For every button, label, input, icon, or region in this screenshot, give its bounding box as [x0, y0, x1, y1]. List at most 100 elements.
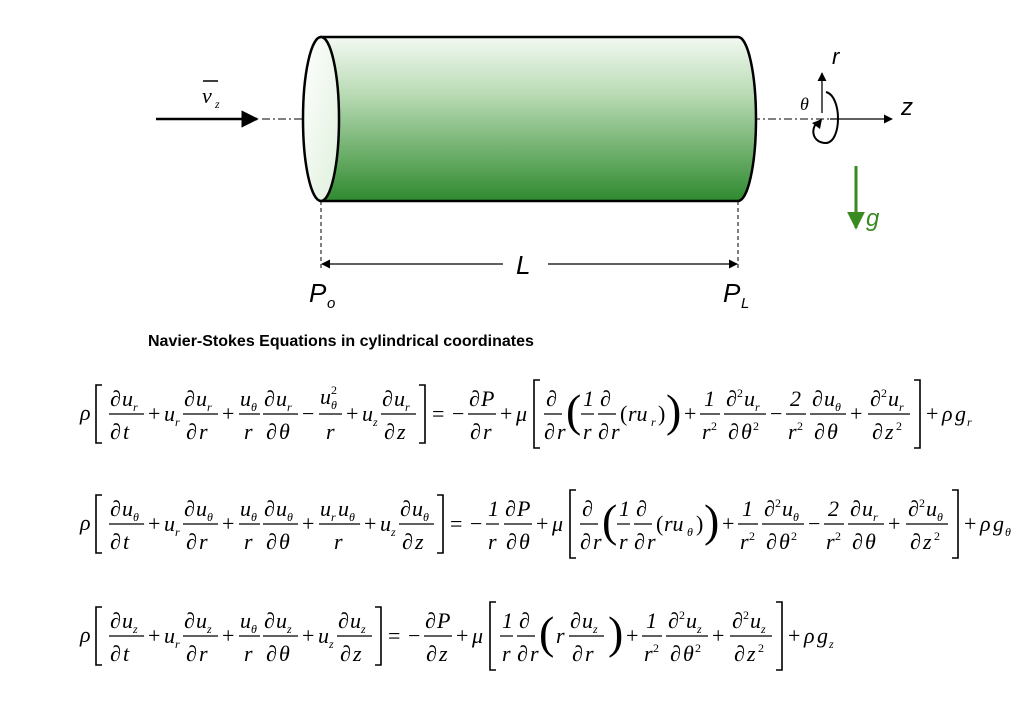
- svg-text:+: +: [364, 511, 376, 536]
- svg-text:r: r: [199, 419, 208, 444]
- svg-text:∂: ∂: [110, 529, 121, 554]
- svg-text:∂: ∂: [814, 419, 825, 444]
- svg-text:r: r: [199, 529, 208, 554]
- svg-text:r: r: [651, 415, 656, 429]
- svg-text:+: +: [964, 511, 976, 536]
- svg-text:1: 1: [502, 608, 513, 633]
- svg-text:u: u: [320, 496, 331, 521]
- svg-text:2: 2: [749, 529, 755, 543]
- svg-text:∂: ∂: [340, 641, 351, 666]
- theta-label: θ: [800, 94, 809, 114]
- svg-text:2: 2: [881, 386, 887, 400]
- svg-text:u: u: [240, 496, 251, 521]
- theta-arrow-head: [812, 119, 822, 129]
- svg-text:u: u: [196, 386, 207, 411]
- svg-text:z: z: [438, 641, 448, 666]
- svg-text:θ: θ: [279, 419, 290, 444]
- svg-text:+: +: [788, 623, 800, 648]
- svg-text:∂: ∂: [506, 529, 517, 554]
- svg-text:μ: μ: [515, 401, 527, 426]
- svg-text:u: u: [744, 386, 755, 411]
- svg-text:θ: θ: [519, 529, 530, 554]
- svg-text:r: r: [175, 637, 180, 651]
- svg-text:θ: θ: [251, 510, 257, 524]
- svg-text:u: u: [240, 386, 251, 411]
- svg-text:ru: ru: [664, 511, 684, 536]
- svg-text:∂: ∂: [519, 608, 530, 633]
- svg-text:θ: θ: [279, 641, 290, 666]
- pipe-body: [319, 35, 758, 203]
- svg-text:1: 1: [704, 386, 715, 411]
- svg-text:+: +: [222, 401, 234, 426]
- svg-text:(: (: [656, 511, 663, 536]
- svg-text:∂: ∂: [264, 386, 275, 411]
- pipe-flow-diagram: v z L P o P L r θ z g: [156, 35, 913, 312]
- svg-text:r: r: [740, 529, 749, 554]
- svg-text:∂: ∂: [582, 496, 593, 521]
- svg-text:θ: θ: [687, 525, 693, 539]
- svg-text:r: r: [334, 529, 343, 554]
- svg-text:u: u: [362, 401, 373, 426]
- svg-text:=: =: [388, 623, 400, 648]
- svg-text:z: z: [132, 622, 138, 636]
- svg-text:z: z: [760, 622, 766, 636]
- gravity-label: g: [866, 205, 880, 232]
- svg-text:∂: ∂: [186, 419, 197, 444]
- svg-text:ρ: ρ: [79, 510, 91, 535]
- svg-text:z: z: [696, 622, 702, 636]
- svg-text:+: +: [148, 511, 160, 536]
- inlet-pressure-subscript: o: [327, 295, 335, 312]
- svg-text:∂: ∂: [580, 529, 591, 554]
- svg-text:r: r: [826, 529, 835, 554]
- svg-text:): ): [704, 495, 719, 546]
- svg-text:u: u: [338, 496, 349, 521]
- svg-text:2: 2: [758, 641, 764, 655]
- svg-text:∂: ∂: [426, 641, 437, 666]
- svg-text:∂: ∂: [910, 529, 921, 554]
- svg-text:+: +: [302, 511, 314, 536]
- svg-text:z: z: [828, 637, 834, 651]
- svg-text:∂: ∂: [546, 386, 557, 411]
- svg-text:z: z: [592, 622, 598, 636]
- svg-text:−: −: [808, 511, 820, 536]
- outlet-pressure-subscript: L: [741, 295, 749, 312]
- svg-text:(: (: [620, 401, 627, 426]
- svg-text:∂: ∂: [850, 496, 861, 521]
- svg-text:θ: θ: [349, 510, 355, 524]
- svg-text:+: +: [684, 401, 696, 426]
- svg-text:∂: ∂: [400, 496, 411, 521]
- svg-text:r: r: [557, 419, 566, 444]
- inlet-velocity-subscript: z: [214, 97, 220, 111]
- svg-text:r: r: [755, 400, 760, 414]
- svg-text:∂: ∂: [425, 608, 436, 633]
- svg-text:u: u: [318, 623, 329, 648]
- svg-text:r: r: [488, 529, 497, 554]
- svg-text:∂: ∂: [110, 496, 121, 521]
- svg-text:z: z: [352, 641, 362, 666]
- svg-text:∂: ∂: [572, 641, 583, 666]
- svg-text:−: −: [470, 511, 482, 536]
- svg-text:u: u: [394, 386, 405, 411]
- svg-text:u: u: [122, 608, 133, 633]
- svg-text:∂: ∂: [184, 496, 195, 521]
- svg-text:): ): [608, 607, 623, 658]
- svg-text:ru: ru: [628, 401, 648, 426]
- svg-text:∂: ∂: [384, 419, 395, 444]
- svg-text:∂: ∂: [734, 641, 745, 666]
- pipe-inlet-face: [301, 35, 341, 203]
- svg-text:θ: θ: [827, 419, 838, 444]
- svg-text:θ: θ: [251, 400, 257, 414]
- svg-text:=: =: [432, 401, 444, 426]
- svg-text:g: g: [955, 401, 966, 426]
- svg-text:2: 2: [797, 419, 803, 433]
- svg-text:2: 2: [743, 608, 749, 622]
- svg-text:u: u: [276, 496, 287, 521]
- svg-text:u: u: [824, 386, 835, 411]
- svg-text:u: u: [582, 608, 593, 633]
- svg-text:r: r: [199, 641, 208, 666]
- svg-text:u: u: [276, 386, 287, 411]
- svg-text:θ: θ: [779, 529, 790, 554]
- svg-text:r: r: [326, 419, 335, 444]
- svg-text:1: 1: [742, 496, 753, 521]
